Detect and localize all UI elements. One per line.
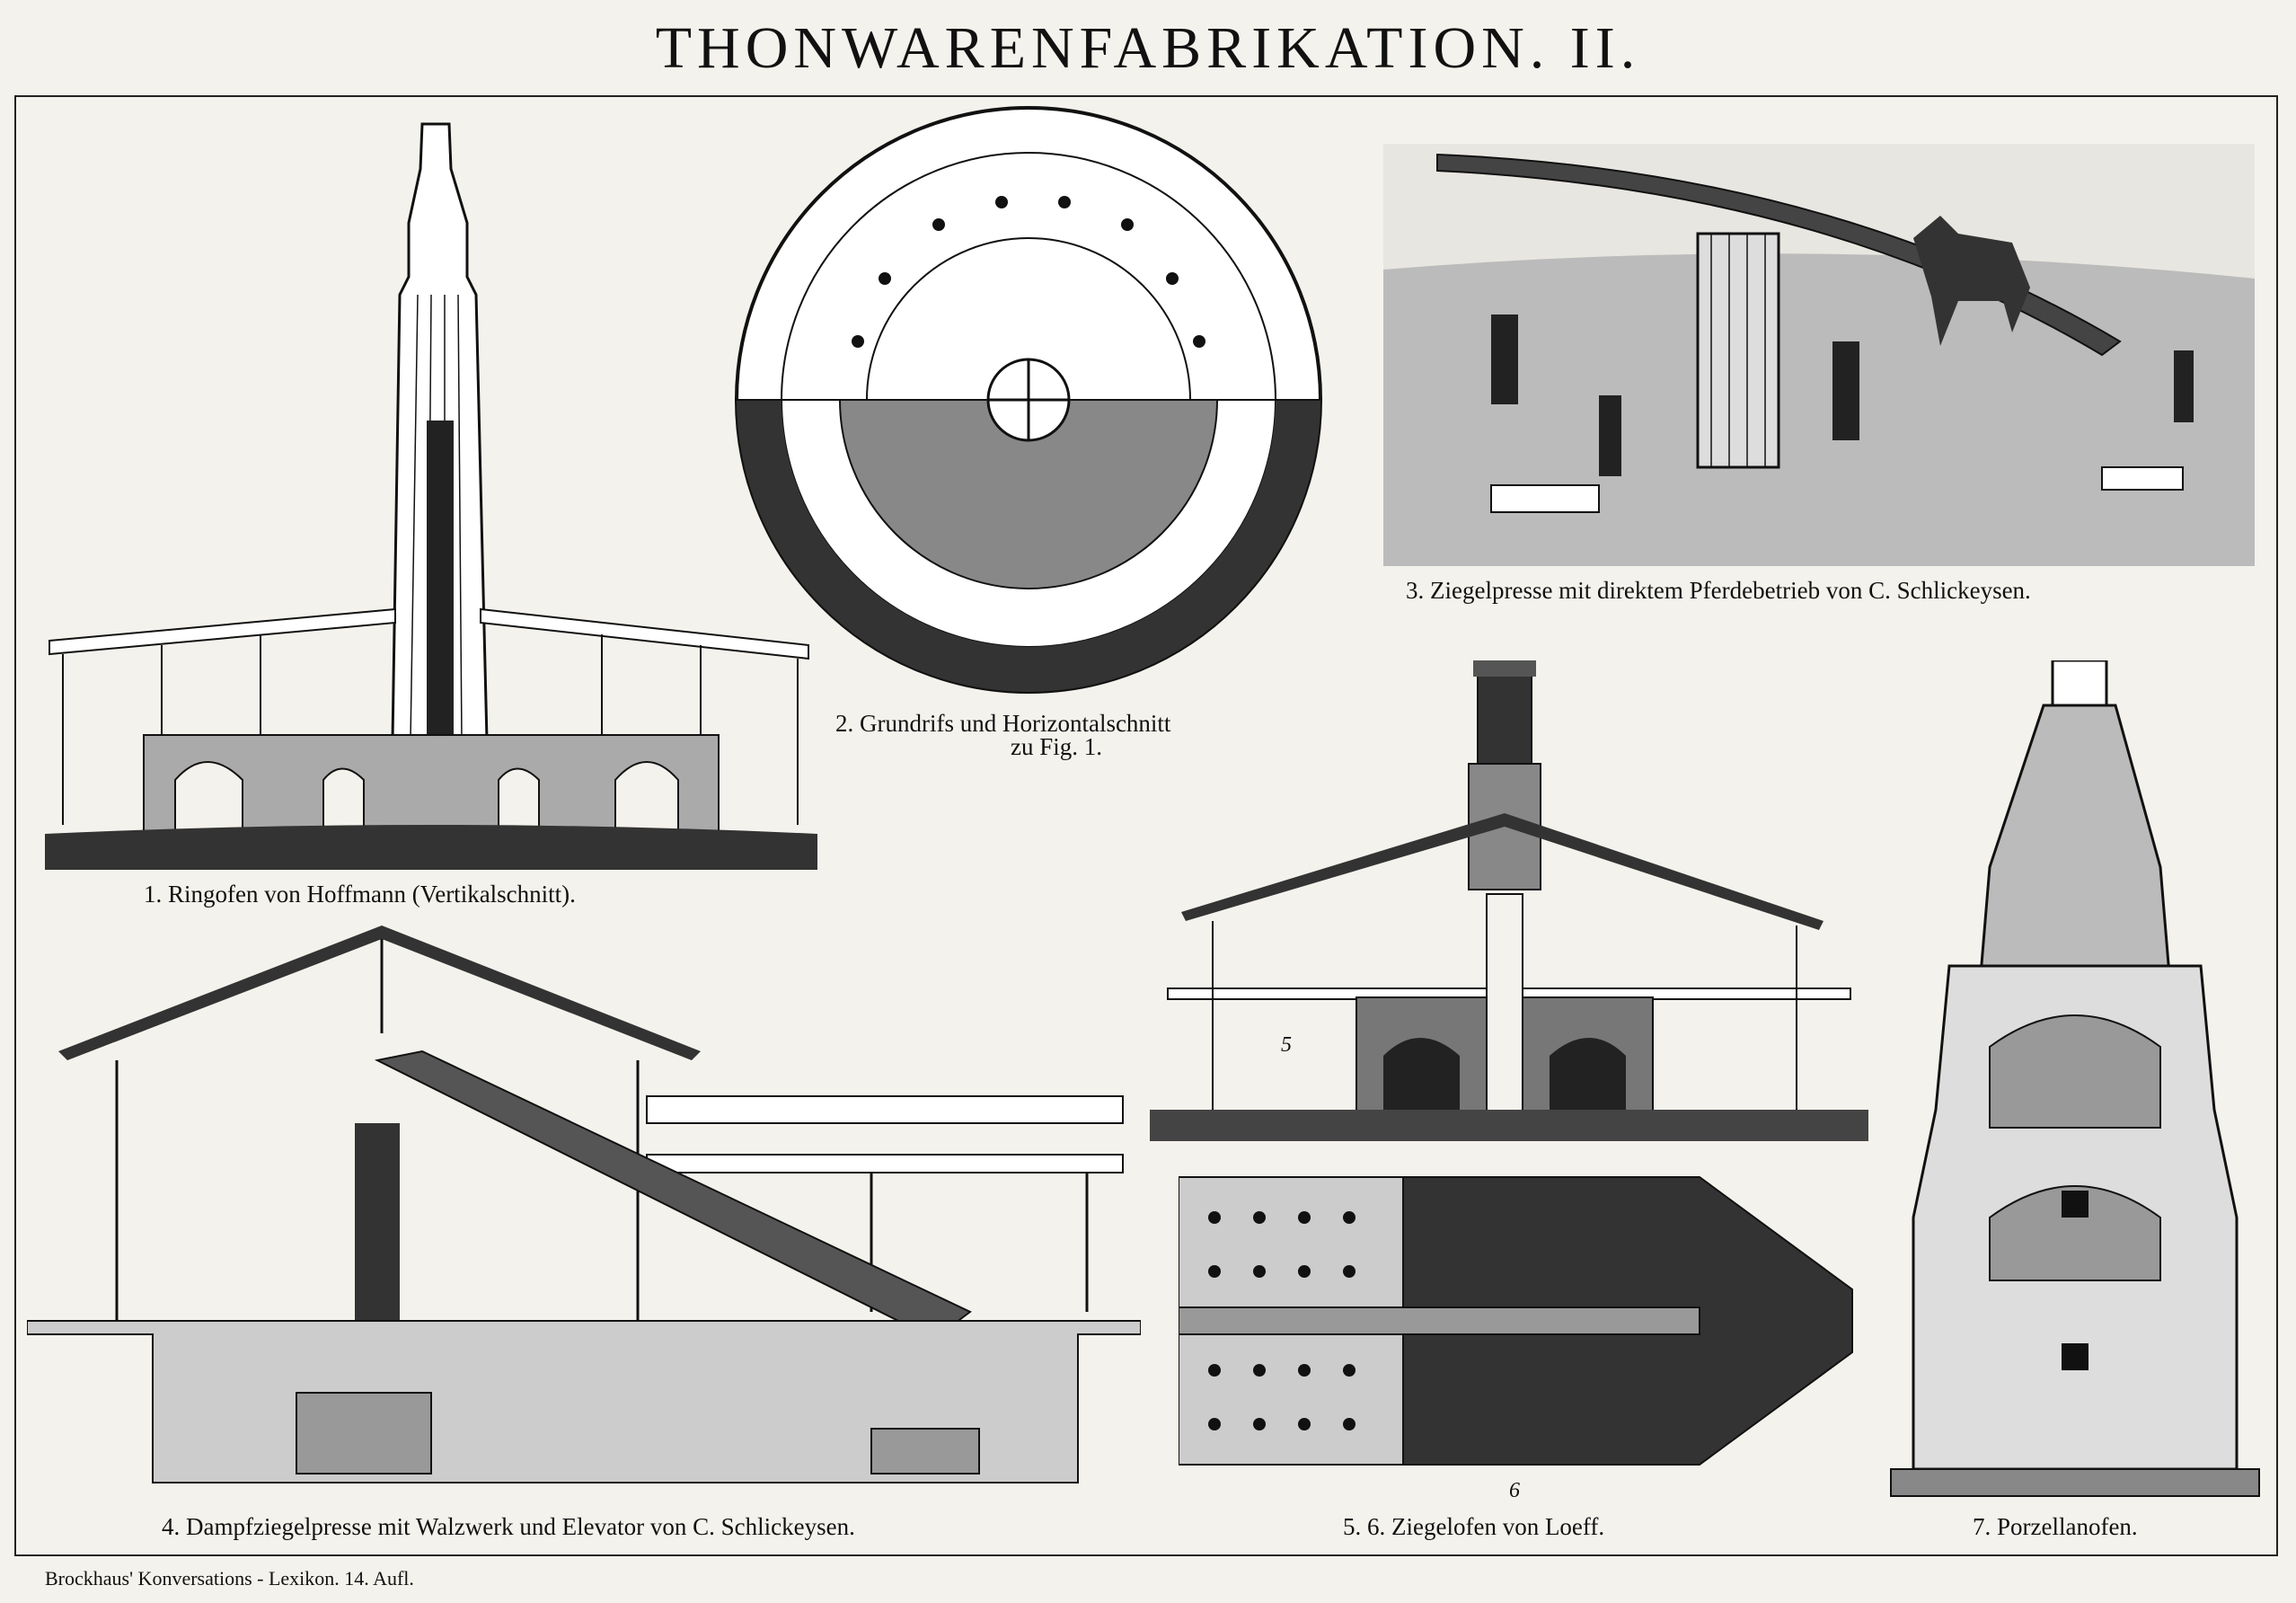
source-footer: Brockhaus' Konversations - Lexikon. 14. … xyxy=(45,1567,414,1590)
figure-1-ring-kiln xyxy=(45,115,817,879)
figure-5-number: 5 xyxy=(1281,1033,1292,1057)
caption-figure-4: 4. Dampfziegelpresse mit Walzwerk und El… xyxy=(162,1513,855,1540)
page-title: THONWARENFABRIKATION. II. xyxy=(655,15,1641,81)
porcelain-kiln-drawing xyxy=(1890,660,2260,1497)
figure-6-loeff-plan xyxy=(1179,1173,1861,1469)
plate-frame xyxy=(14,95,2278,1556)
horse-press-drawing xyxy=(1383,144,2255,566)
caption-figure-5-6: 5. 6. Ziegelofen von Loeff. xyxy=(1343,1513,1605,1540)
kiln-plan-drawing xyxy=(735,106,1322,694)
figure-5-loeff-section xyxy=(1150,660,1868,1146)
steam-press-drawing xyxy=(27,925,1141,1483)
caption-figure-3: 3. Ziegelpresse mit direktem Pferdebetri… xyxy=(1406,577,2031,604)
ring-kiln-drawing xyxy=(45,122,817,870)
loeff-plan-drawing xyxy=(1179,1176,1853,1466)
loeff-section-drawing xyxy=(1150,660,1868,1141)
figure-3-horse-press xyxy=(1383,144,2255,566)
figure-4-steam-press xyxy=(27,917,1141,1501)
figure-6-number: 6 xyxy=(1509,1479,1520,1502)
caption-figure-7: 7. Porzellanofen. xyxy=(1973,1513,2138,1540)
figure-2-kiln-plan xyxy=(732,99,1325,701)
caption-figure-2-line2: zu Fig. 1. xyxy=(1011,733,1103,760)
figure-7-porcelain-kiln xyxy=(1882,660,2268,1501)
caption-figure-1: 1. Ringofen von Hoffmann (Vertikalschnit… xyxy=(144,881,576,908)
caption-figure-2-line1: 2. Grundrifs und Horizontalschnitt xyxy=(835,710,1171,737)
